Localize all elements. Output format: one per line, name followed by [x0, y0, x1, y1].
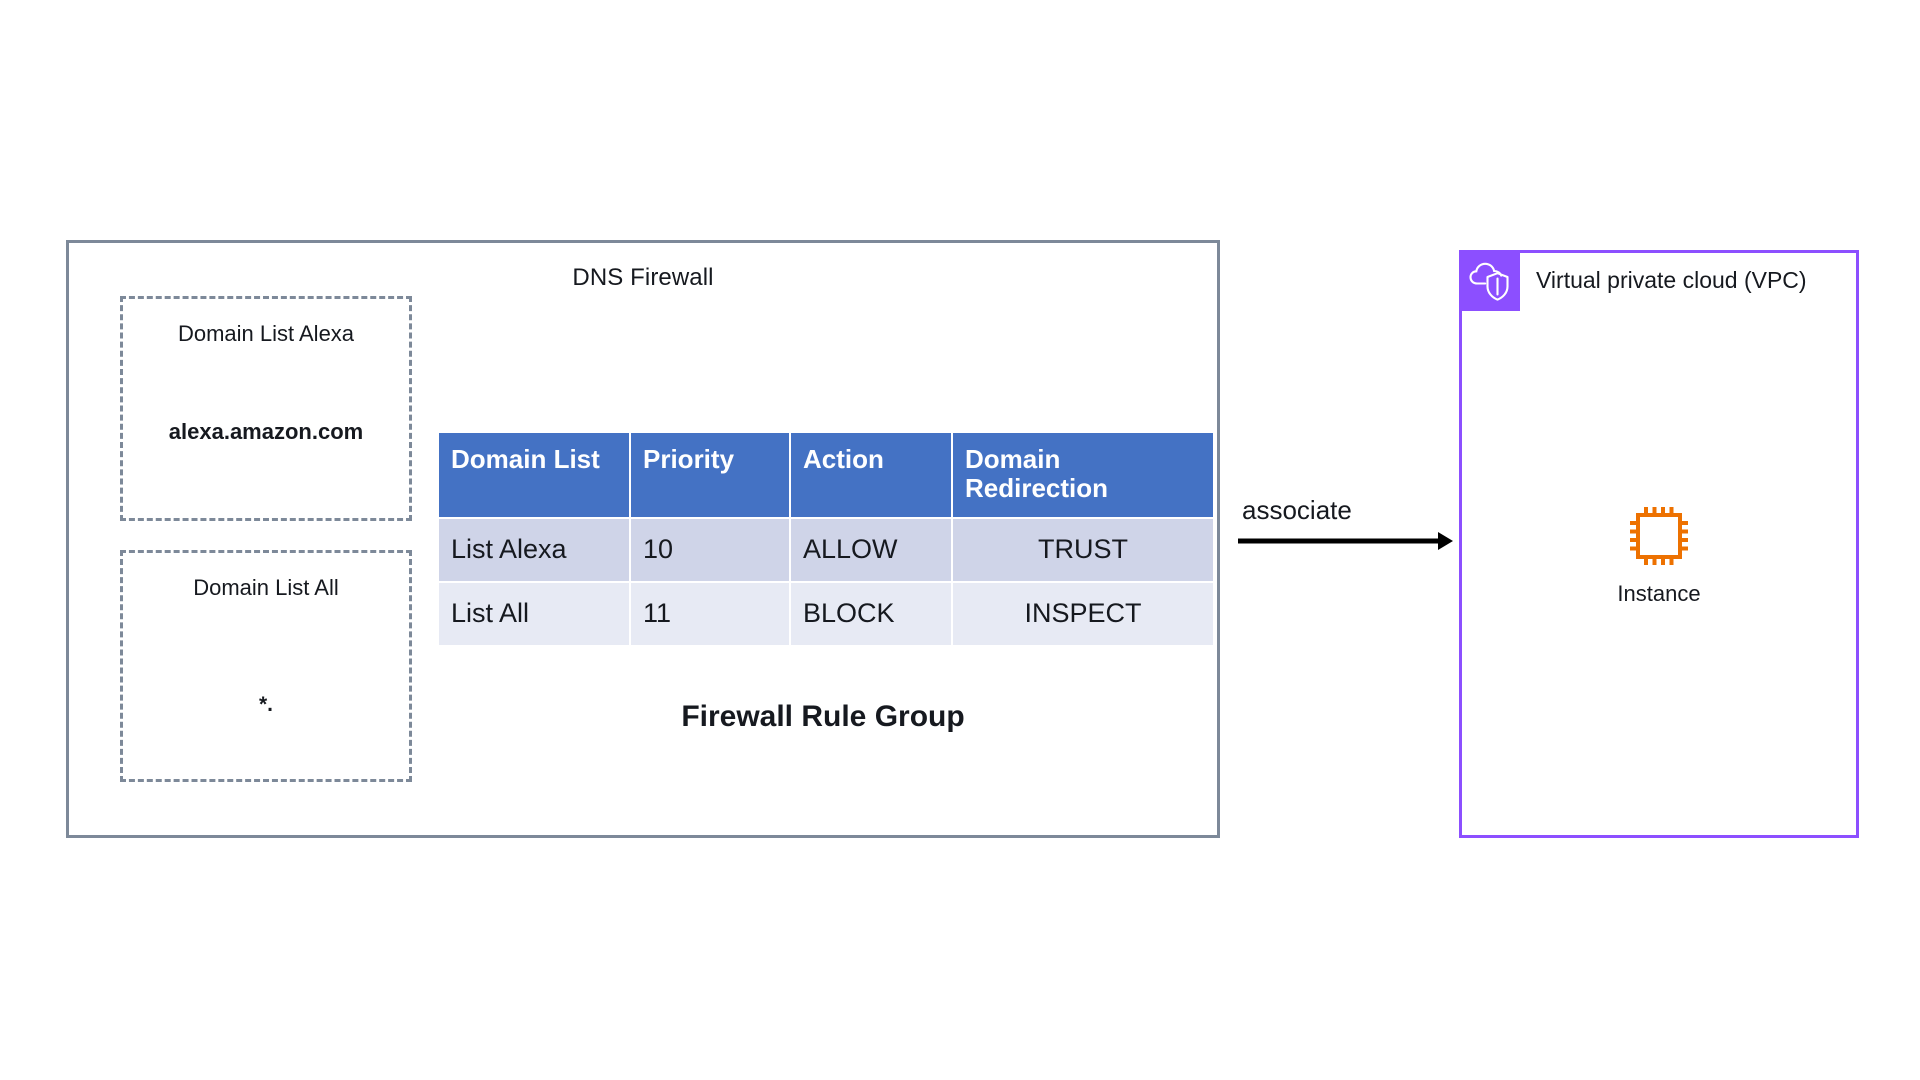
vpc-resource-instance: Instance [1462, 503, 1856, 607]
cell-action: BLOCK [791, 583, 951, 646]
cell-domain-list: List Alexa [439, 519, 629, 582]
dns-firewall-title: DNS Firewall [572, 264, 714, 291]
domain-list-all-title: Domain List All [193, 575, 339, 600]
domain-list-all-box: Domain List All *. [120, 550, 412, 782]
domain-list-alexa-entry: alexa.amazon.com [168, 419, 364, 444]
vpc-cloud-shield-icon [1462, 253, 1520, 311]
cell-action: ALLOW [791, 519, 951, 582]
arrow-right-icon [1238, 532, 1453, 550]
column-header-domain-redirection: Domain Redirection [953, 433, 1213, 518]
firewall-rule-group-label: Firewall Rule Group [681, 700, 965, 733]
cell-priority: 11 [631, 583, 789, 646]
cell-domain-redirection: TRUST [953, 519, 1213, 582]
vpc-title: Virtual private cloud (VPC) [1536, 267, 1807, 293]
cell-domain-redirection: INSPECT [953, 583, 1213, 646]
firewall-rules-table: Domain List Priority Action Domain Redir… [437, 431, 1215, 647]
ec2-instance-icon [1630, 507, 1688, 565]
table-row: List All 11 BLOCK INSPECT [439, 583, 1213, 646]
column-header-domain-list: Domain List [439, 433, 629, 518]
vpc-container: Virtual private cloud (VPC) [1459, 250, 1859, 838]
firewall-rules-table-wrap: Domain List Priority Action Domain Redir… [437, 431, 1213, 647]
domain-list-alexa-title: Domain List Alexa [177, 321, 355, 346]
instance-label: Instance [1617, 581, 1701, 606]
column-header-priority: Priority [631, 433, 789, 518]
cell-domain-list: List All [439, 583, 629, 646]
table-row: List Alexa 10 ALLOW TRUST [439, 519, 1213, 582]
domain-list-alexa-box: Domain List Alexa alexa.amazon.com [120, 296, 412, 521]
cell-priority: 10 [631, 519, 789, 582]
domain-list-all-entry: *. [258, 693, 273, 716]
table-header-row: Domain List Priority Action Domain Redir… [439, 433, 1213, 518]
associate-label: associate [1242, 495, 1352, 525]
column-header-action: Action [791, 433, 951, 518]
